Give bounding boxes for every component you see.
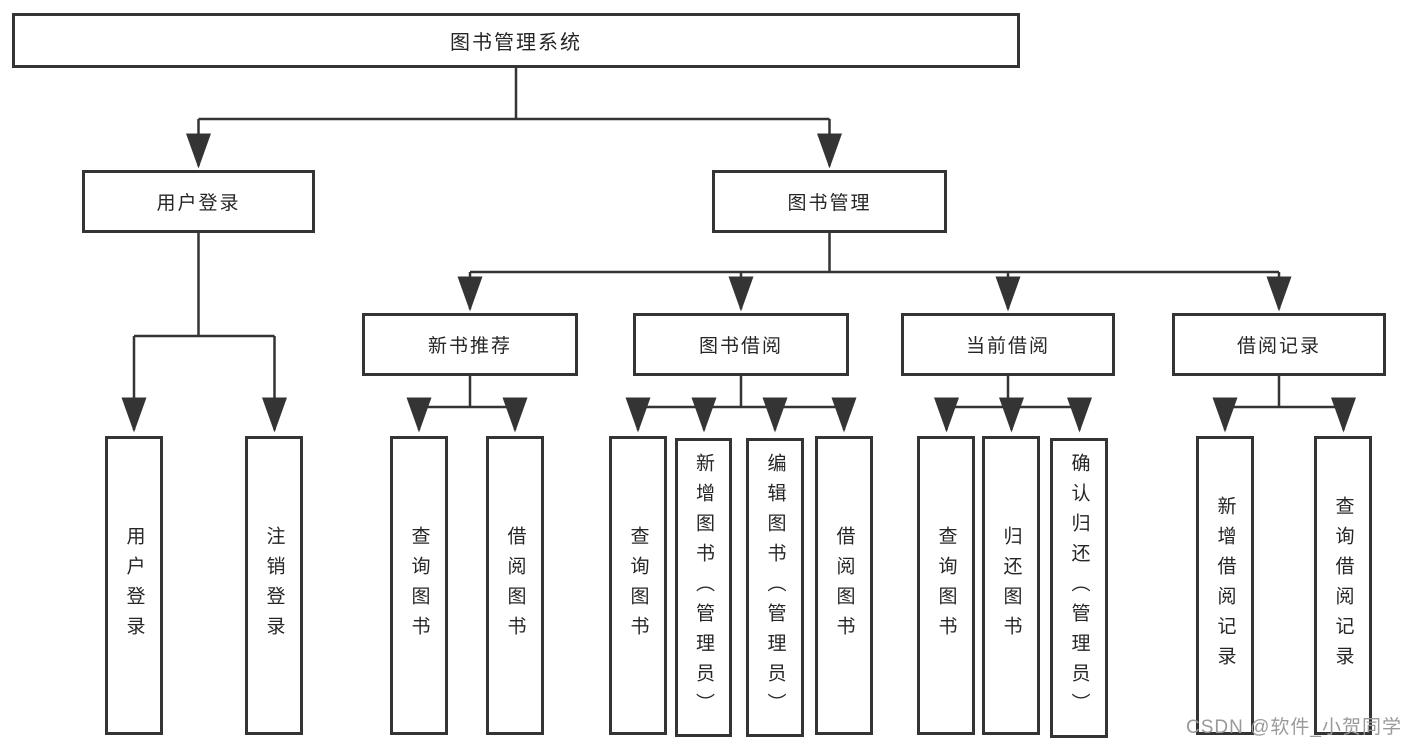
edge-newbookrec-trunk bbox=[419, 376, 515, 409]
edge-bookmgmt-trunk bbox=[470, 233, 1279, 274]
node-library-system: 图书管理系统 bbox=[12, 13, 1020, 68]
edge-root-trunk bbox=[198, 68, 830, 121]
leaf-add-borrow-record: 新增借阅记录 bbox=[1196, 436, 1254, 735]
node-book-borrow: 图书借阅 bbox=[633, 313, 849, 376]
node-borrow-record: 借阅记录 bbox=[1172, 313, 1386, 376]
node-book-management: 图书管理 bbox=[712, 170, 947, 233]
node-new-book-recommend: 新书推荐 bbox=[362, 313, 578, 376]
leaf-confirm-return-admin: 确认归还（管理员） bbox=[1050, 438, 1108, 738]
node-current-borrow: 当前借阅 bbox=[901, 313, 1115, 376]
node-user-login: 用户登录 bbox=[82, 170, 315, 233]
leaf-logout: 注销登录 bbox=[245, 436, 303, 735]
leaf-add-book-admin: 新增图书（管理员） bbox=[675, 438, 732, 737]
leaf-query-book-2: 查询图书 bbox=[609, 436, 667, 735]
leaf-query-book-1: 查询图书 bbox=[390, 436, 448, 735]
leaf-query-borrow-record: 查询借阅记录 bbox=[1314, 436, 1372, 735]
edge-userlogin-trunk bbox=[134, 233, 275, 338]
edge-currentborrow-trunk bbox=[946, 376, 1080, 409]
leaf-borrow-book-1: 借阅图书 bbox=[486, 436, 544, 735]
leaf-edit-book-admin: 编辑图书（管理员） bbox=[746, 438, 804, 737]
leaf-user-login: 用户登录 bbox=[105, 436, 163, 735]
leaf-query-book-3: 查询图书 bbox=[917, 436, 975, 735]
leaf-borrow-book-2: 借阅图书 bbox=[815, 436, 873, 735]
csdn-watermark: CSDN @软件_小贺同学 bbox=[1186, 717, 1402, 738]
edge-bookborrow-trunk bbox=[638, 376, 844, 409]
leaf-return-book: 归还图书 bbox=[982, 436, 1040, 735]
edge-borrowrecord-trunk bbox=[1225, 376, 1344, 409]
